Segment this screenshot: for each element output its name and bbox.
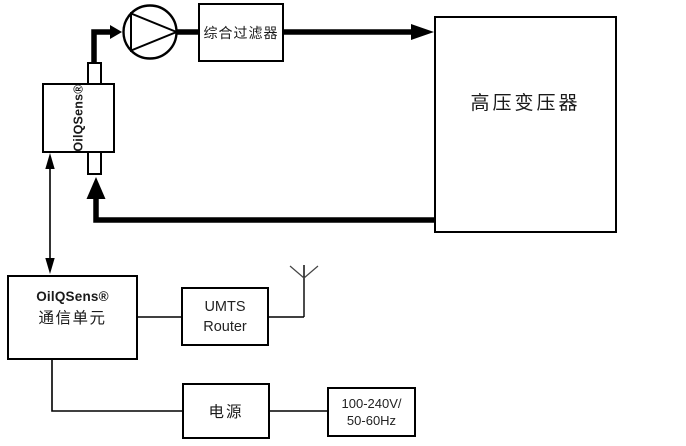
comm-unit-brand: OilQSens® [36, 289, 109, 304]
sensor-bottom-fitting [87, 151, 102, 175]
mains-rating-box: 100-240V/ 50-60Hz [327, 387, 416, 437]
mains-voltage: 100-240V/ [341, 396, 402, 411]
comm-unit-box: OilQSens® 通信单元 [7, 275, 138, 360]
return-pipe [93, 198, 434, 223]
router-label-line2: Router [203, 318, 247, 335]
comm-unit-label: 通信单元 [38, 310, 107, 327]
signal-arrowhead-down [45, 258, 55, 274]
supply-arrowhead-into-pump [110, 25, 122, 39]
oilqsens-sensor-box: OilQSens® [42, 83, 115, 153]
mains-frequency: 50-60Hz [346, 413, 397, 428]
return-arrowhead-into-sensor [86, 177, 106, 199]
power-supply-box: 电源 [182, 383, 270, 439]
supply-pipe-elbow [91, 29, 110, 64]
transformer-label: 高压变压器 [470, 93, 581, 114]
oilqsens-sensor-label: OilQSens® [71, 84, 86, 152]
transformer-box: 高压变压器 [434, 16, 617, 233]
filter-label: 综合过滤器 [203, 26, 279, 42]
router-label-line1: UMTS [204, 298, 246, 315]
antenna-arm-left [289, 265, 305, 279]
comm-to-power-line [51, 360, 182, 412]
supply-arrowhead-into-transformer [411, 24, 434, 40]
comm-unit-text: OilQSens® 通信单元 [36, 289, 109, 328]
antenna-arm-right [303, 265, 319, 279]
power-supply-label: 电源 [208, 404, 244, 421]
filter-box: 综合过滤器 [198, 3, 284, 62]
umts-router-box: UMTS Router [181, 287, 269, 346]
sensor-top-fitting [87, 62, 102, 85]
pump-triangle-icon [130, 12, 180, 52]
signal-arrowhead-up [45, 153, 55, 169]
antenna-icon [289, 265, 319, 317]
